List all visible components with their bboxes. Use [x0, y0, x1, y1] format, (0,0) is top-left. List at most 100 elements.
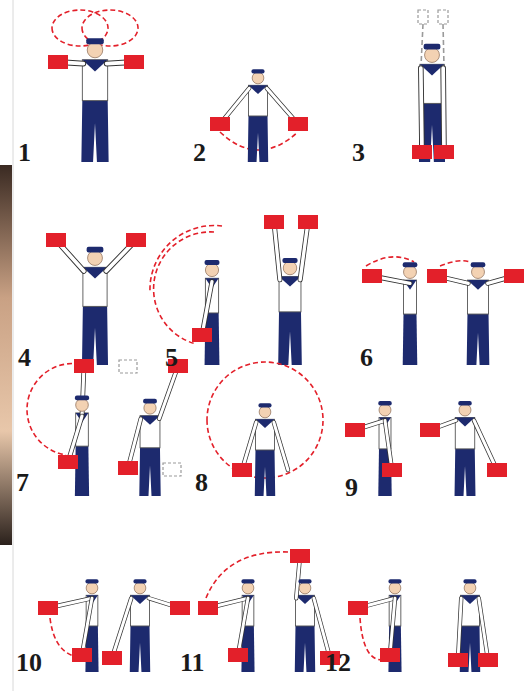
callout-number: 4: [18, 345, 31, 371]
signal-flag: [126, 233, 146, 247]
collar: [455, 417, 474, 426]
motion-arc: [360, 618, 382, 660]
sailor-figure: [118, 359, 188, 496]
head: [259, 406, 271, 418]
signal-flag: [288, 117, 308, 131]
arm-outline: [274, 422, 288, 470]
motion-arc: [154, 232, 214, 344]
head: [404, 266, 417, 279]
callout-number: 10: [16, 650, 42, 676]
arm-outline: [300, 222, 308, 280]
callout-number: 2: [193, 140, 206, 166]
ghost-flag: [418, 10, 428, 24]
cap: [143, 399, 157, 404]
cap: [258, 403, 271, 407]
photo-strip: [0, 165, 12, 545]
sailor-figure: [420, 401, 507, 496]
signal-flag: [380, 648, 400, 662]
arm: [390, 598, 395, 655]
signal-flag: [170, 601, 190, 615]
signal-flag: [192, 328, 212, 342]
callout-number: 3: [352, 140, 365, 166]
sailor-figure: [58, 359, 94, 496]
trousers: [255, 449, 275, 496]
motion-arc: [440, 261, 470, 266]
signal-flag: [478, 653, 498, 667]
sailor-figure: [198, 579, 255, 672]
arm-outline: [474, 420, 497, 470]
signal-flag: [290, 549, 310, 563]
callout-number: 6: [360, 345, 373, 371]
signal-flag: [74, 359, 94, 373]
arm: [274, 222, 280, 280]
signal-flag: [448, 653, 468, 667]
cap: [75, 396, 89, 401]
sailor-figure: [46, 233, 146, 365]
cap: [378, 401, 391, 405]
motion-arc: [52, 10, 108, 46]
cap: [86, 38, 104, 44]
shirt: [83, 267, 107, 306]
signal-flag: [345, 423, 365, 437]
arm-outline: [385, 420, 392, 470]
head: [464, 582, 476, 594]
cap: [241, 579, 254, 583]
sailor-figure: [192, 260, 219, 365]
trousers: [295, 625, 315, 672]
arm-outline: [242, 422, 256, 470]
motion-arc: [206, 552, 288, 598]
sailor-figure: [412, 44, 454, 162]
sailor-figure: [448, 579, 498, 672]
signal-flag: [232, 463, 252, 477]
motion-arc: [421, 24, 423, 66]
trousers: [278, 310, 302, 365]
sailor-figure: [38, 579, 99, 672]
arm: [441, 68, 446, 152]
cap: [458, 401, 471, 405]
cap: [463, 579, 476, 583]
collar: [83, 267, 107, 278]
collar: [131, 595, 150, 604]
trousers: [82, 305, 108, 365]
head: [88, 251, 103, 266]
arm: [458, 598, 461, 660]
shirt: [82, 60, 107, 101]
ghost-flag: [163, 463, 181, 476]
arm-outline: [238, 598, 248, 655]
cap: [87, 247, 104, 253]
shirt: [256, 419, 275, 450]
callout-number: 8: [195, 470, 208, 496]
callout-number: 9: [345, 475, 358, 501]
arm-outline: [421, 68, 422, 152]
shirt: [455, 417, 474, 448]
collar: [461, 595, 480, 604]
sailor-figure: [232, 403, 288, 496]
signal-flag: [198, 601, 218, 615]
arm: [385, 420, 392, 470]
signal-flag: [427, 269, 447, 283]
head: [459, 404, 471, 416]
arm: [479, 598, 488, 660]
head: [134, 582, 146, 594]
trousers: [248, 115, 268, 162]
signal-flag: [46, 233, 66, 247]
cap: [471, 262, 486, 267]
signal-flag: [118, 461, 138, 475]
arm: [242, 422, 256, 470]
sailor-figure: [348, 579, 402, 672]
ghost-flag: [119, 360, 137, 373]
trousers: [81, 99, 108, 162]
collar: [82, 60, 107, 72]
signal-flag: [298, 215, 318, 229]
collar: [249, 85, 268, 94]
trousers: [455, 447, 476, 496]
shirt: [140, 416, 160, 448]
arm: [159, 366, 178, 419]
arm: [474, 420, 497, 470]
cap: [282, 258, 297, 263]
signal-flag: [412, 145, 432, 159]
collar: [140, 416, 160, 425]
sailor-figure: [210, 69, 308, 162]
shirt: [296, 595, 315, 626]
collar: [467, 280, 488, 290]
